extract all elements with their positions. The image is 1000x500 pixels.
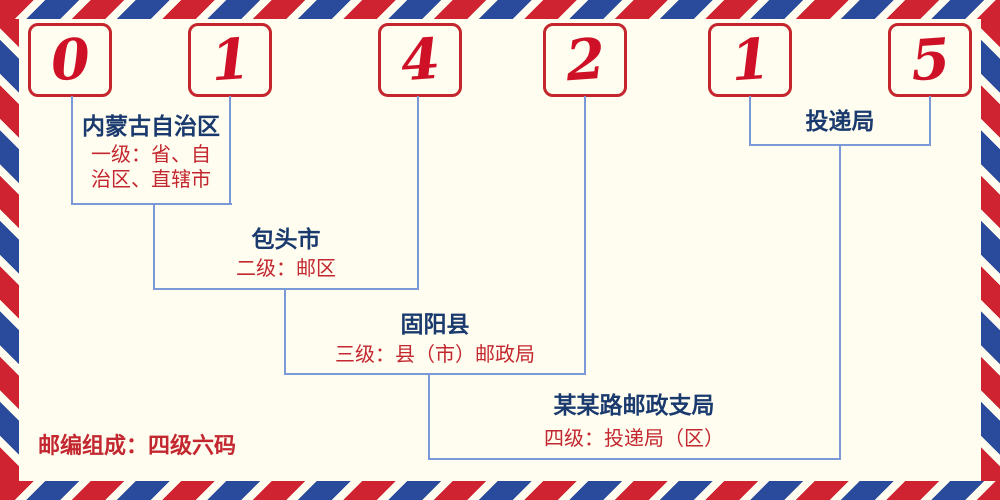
level3-county-name: 固阳县 (400, 311, 470, 337)
connector-delivery-left-drop (749, 96, 751, 146)
airmail-stripe-border-left (0, 19, 19, 481)
digit-box-4: 2 (543, 23, 627, 97)
level4-desc: 四级：投递局（区） (544, 428, 724, 450)
digit-1: 0 (48, 25, 92, 95)
connector-delivery-underline (749, 144, 931, 146)
level2-desc: 二级：邮区 (236, 258, 336, 280)
digit-3: 4 (398, 25, 442, 95)
connector-level3-right-drop (584, 96, 586, 375)
connector-level4-underline (428, 458, 841, 460)
digit-box-6: 5 (888, 23, 972, 97)
digit-6: 5 (908, 25, 952, 95)
digit-4: 2 (563, 25, 607, 95)
level1-desc-line2: 治区、直辖市 (91, 169, 211, 191)
level3-desc: 三级：县（市）邮政局 (335, 344, 535, 366)
level1-desc-line1: 一级：省、自 (91, 144, 211, 166)
connector-level3-left-drop (284, 288, 286, 375)
delivery-office-label: 投递局 (805, 108, 875, 134)
level1-region-name: 内蒙古自治区 (82, 113, 220, 139)
connector-level4-left-drop (428, 373, 430, 460)
connector-delivery-right-drop (929, 96, 931, 146)
connector-level4-right-drop (839, 145, 841, 460)
connector-level1-left-drop (71, 96, 73, 204)
connector-level2-underline (153, 288, 419, 290)
digit-box-3: 4 (378, 23, 462, 97)
digit-5: 1 (728, 25, 772, 95)
airmail-stripe-border-top (0, 0, 1000, 19)
level4-branch-name: 某某路邮政支局 (553, 392, 715, 418)
airmail-stripe-border-right (981, 19, 1000, 481)
digit-box-2: 1 (188, 23, 272, 97)
connector-level1-right-drop (229, 96, 231, 205)
composition-note: 邮编组成：四级六码 (38, 433, 237, 458)
connector-level2-left-drop (153, 203, 155, 290)
connector-level3-underline (284, 373, 586, 375)
digit-2: 1 (208, 25, 252, 95)
connector-level1-underline (71, 203, 232, 205)
digit-box-1: 0 (28, 23, 112, 97)
connector-level2-right-drop (417, 96, 419, 290)
airmail-stripe-border-bottom (0, 481, 1000, 500)
level2-city-name: 包头市 (251, 226, 321, 252)
digit-box-5: 1 (708, 23, 792, 97)
